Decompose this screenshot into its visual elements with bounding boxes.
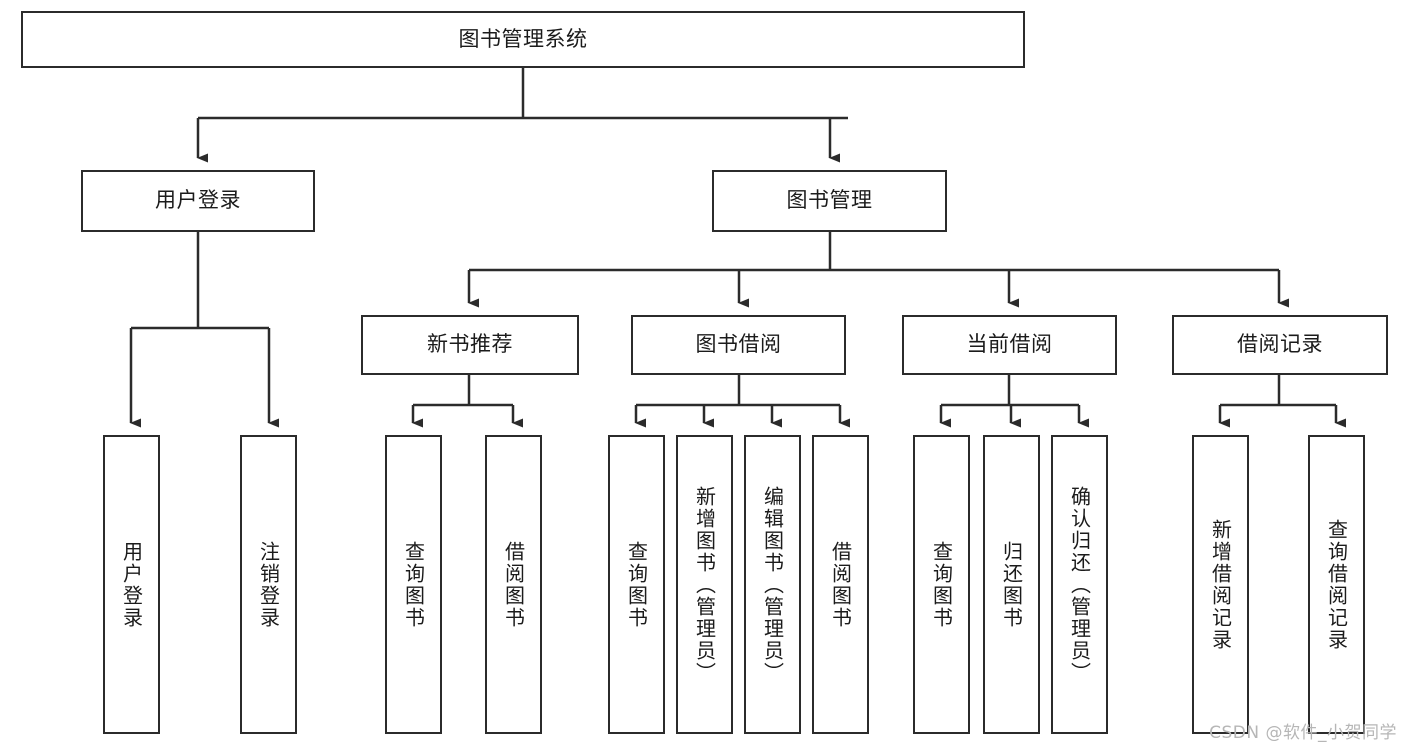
leaf-borrow-book-recommend[interactable]: 借阅图书 (485, 435, 542, 734)
leaf-confirm-return-admin[interactable]: 确认归还（管理员） (1051, 435, 1108, 734)
node-new-book-recommend-label: 新书推荐 (427, 332, 513, 357)
leaf-text-wrap: 用户登录 (105, 437, 158, 732)
leaf-confirm-return-admin-label: 确认归还（管理员） (1067, 485, 1092, 684)
leaf-query-book-recommend-label: 查询图书 (401, 540, 426, 629)
leaf-text-wrap: 归还图书 (985, 437, 1038, 732)
leaf-user-login-label: 用户登录 (119, 540, 144, 629)
leaf-text-wrap: 新增借阅记录 (1194, 437, 1247, 732)
leaf-edit-book-admin-label: 编辑图书（管理员） (760, 485, 785, 684)
leaf-add-borrow-record[interactable]: 新增借阅记录 (1192, 435, 1249, 734)
node-current-borrow[interactable]: 当前借阅 (902, 315, 1117, 375)
node-user-login[interactable]: 用户登录 (81, 170, 315, 232)
leaf-logout[interactable]: 注销登录 (240, 435, 297, 734)
leaf-logout-label: 注销登录 (256, 540, 281, 629)
node-book-borrow[interactable]: 图书借阅 (631, 315, 846, 375)
leaf-query-book-borrow[interactable]: 查询图书 (608, 435, 665, 734)
leaf-text-wrap: 借阅图书 (487, 437, 540, 732)
leaf-user-login[interactable]: 用户登录 (103, 435, 160, 734)
leaf-return-book[interactable]: 归还图书 (983, 435, 1040, 734)
leaf-return-book-label: 归还图书 (999, 540, 1024, 629)
leaf-borrow-book-label: 借阅图书 (828, 540, 853, 629)
leaf-text-wrap: 借阅图书 (814, 437, 867, 732)
leaf-add-borrow-record-label: 新增借阅记录 (1208, 518, 1233, 651)
leaf-borrow-book-recommend-label: 借阅图书 (501, 540, 526, 629)
node-book-management[interactable]: 图书管理 (712, 170, 947, 232)
leaf-add-book-admin-label: 新增图书（管理员） (692, 485, 717, 684)
node-borrow-record[interactable]: 借阅记录 (1172, 315, 1388, 375)
leaf-query-book-current-label: 查询图书 (929, 540, 954, 629)
leaf-edit-book-admin[interactable]: 编辑图书（管理员） (744, 435, 801, 734)
node-book-borrow-label: 图书借阅 (695, 332, 782, 357)
leaf-add-book-admin[interactable]: 新增图书（管理员） (676, 435, 733, 734)
node-user-login-label: 用户登录 (155, 188, 241, 213)
leaf-text-wrap: 确认归还（管理员） (1053, 437, 1106, 732)
node-borrow-record-label: 借阅记录 (1237, 332, 1323, 357)
leaf-text-wrap: 查询借阅记录 (1310, 437, 1363, 732)
leaf-text-wrap: 新增图书（管理员） (678, 437, 731, 732)
leaf-text-wrap: 查询图书 (915, 437, 968, 732)
leaf-query-borrow-record-label: 查询借阅记录 (1324, 518, 1349, 651)
leaf-query-book-recommend[interactable]: 查询图书 (385, 435, 442, 734)
node-current-borrow-label: 当前借阅 (966, 332, 1053, 357)
node-new-book-recommend[interactable]: 新书推荐 (361, 315, 579, 375)
leaf-query-borrow-record[interactable]: 查询借阅记录 (1308, 435, 1365, 734)
node-book-management-label: 图书管理 (786, 188, 873, 213)
leaf-text-wrap: 查询图书 (387, 437, 440, 732)
leaf-text-wrap: 查询图书 (610, 437, 663, 732)
leaf-borrow-book[interactable]: 借阅图书 (812, 435, 869, 734)
leaf-text-wrap: 注销登录 (242, 437, 295, 732)
node-root-label: 图书管理系统 (458, 26, 588, 51)
leaf-query-book-borrow-label: 查询图书 (624, 540, 649, 629)
node-root-system[interactable]: 图书管理系统 (21, 11, 1025, 68)
leaf-text-wrap: 编辑图书（管理员） (746, 437, 799, 732)
leaf-query-book-current[interactable]: 查询图书 (913, 435, 970, 734)
